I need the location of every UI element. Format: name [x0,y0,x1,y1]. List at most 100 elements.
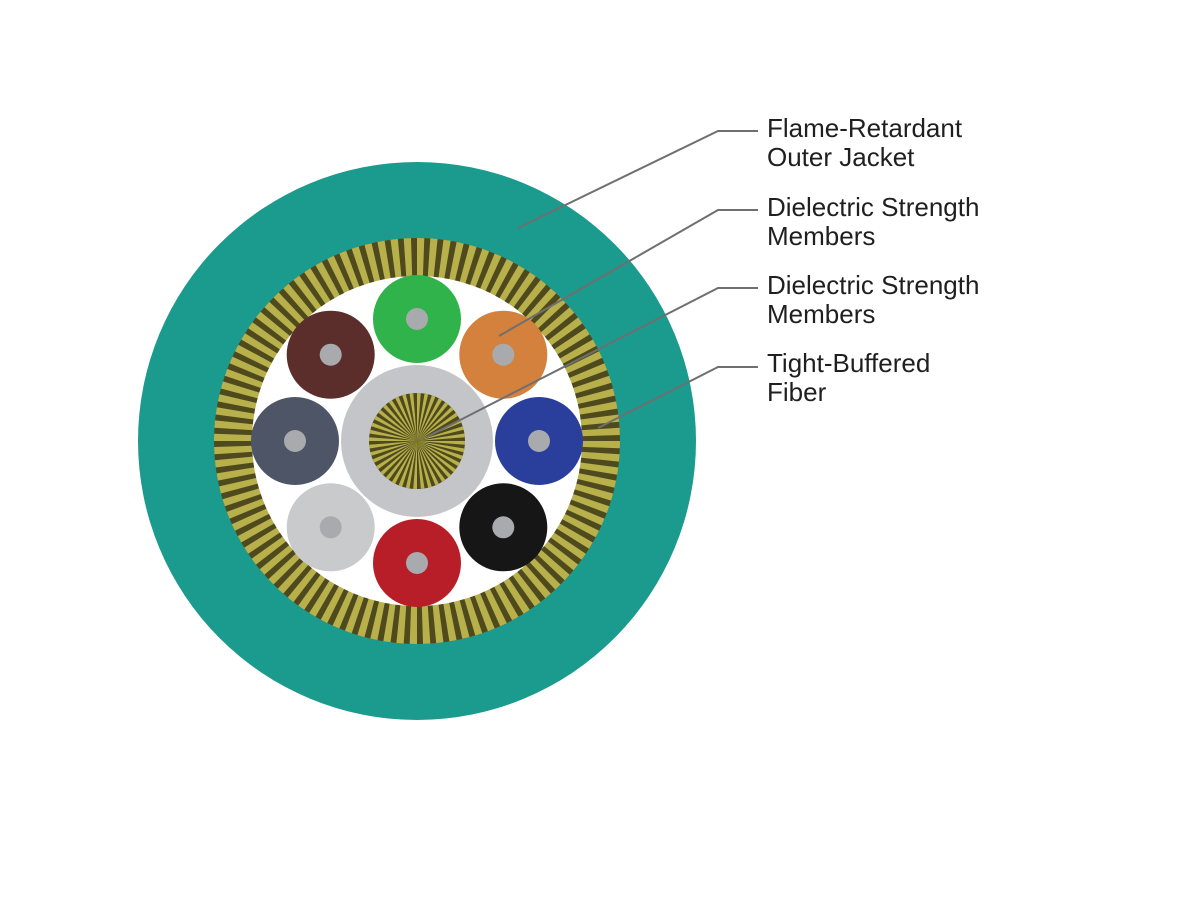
yarn-strand [293,275,322,311]
yarn-strand [512,571,541,607]
yarn-strand [283,283,314,318]
yarn-strand [499,265,525,302]
yarn-strand [351,246,370,286]
central-yarn-strand [417,441,456,473]
yarn-strand [409,604,417,644]
fiber-core-brown [319,343,342,366]
central-yarn-strand [398,441,417,487]
central-yarn-strand [417,398,443,441]
yarn-strand [277,560,309,594]
cable-cross-section [138,162,696,720]
central-yarn-strand [417,441,425,489]
yarn-strand [540,307,575,338]
callout-jacket: Flame-Retardant Outer Jacket [517,113,963,229]
yarn-strand [234,344,273,369]
yarn-strand [543,540,579,571]
yarn-strand [370,600,385,641]
yarn-strand [216,467,257,481]
yarn-strand [344,594,365,634]
yarn-strand [298,574,326,610]
yarn-strand [421,604,431,644]
central-yarn-strand [417,402,449,441]
yarn-strand [550,532,586,560]
central-yarn-strand [372,441,417,463]
yarn-strand [453,599,470,639]
yarn-strand [536,549,570,581]
yarn-strand [427,238,438,278]
yarn-strand [484,588,507,627]
yarn-strand [449,241,464,282]
yarn-strand [248,322,284,350]
fiber-black [459,483,548,572]
yarn-strand [474,592,495,632]
yarn-strand [573,483,614,501]
leader-line-strength-center [426,287,758,438]
yarn-strand [579,414,620,426]
fiber-core-blue [528,430,550,452]
central-yarn-strand [385,441,417,480]
yarn-strand [273,292,306,325]
tight-buffered-fibers [251,275,583,607]
central-yarn-strand [417,441,460,467]
callout-strength-center-line-1: Dielectric Strength [767,270,979,300]
callout-strength-outer-line-2: Members [767,221,875,251]
central-yarn-strand [405,441,417,489]
yarn-strand [309,580,335,617]
yarn-strand [469,248,490,288]
central-yarn-strand [417,426,464,441]
yarn-strand [377,240,391,281]
yarn-strand [528,557,561,590]
yarn-strand [251,536,287,565]
callouts: Flame-Retardant Outer Jacket Dielectric … [426,113,979,438]
yarn-strand [224,368,264,389]
yarn-strand [220,381,261,399]
yarn-strand [503,577,530,614]
yarn-strand [561,513,600,538]
central-yarn-strand [417,441,465,445]
callout-strength-center-line-2: Members [767,299,875,329]
yarn-strand [222,488,262,507]
central-yarn-strand [417,441,451,478]
yarn-strand [580,451,620,462]
central-yarn-strand [417,441,446,482]
yarn-strand [459,244,477,285]
yarn-strand [244,527,281,554]
central-yarn-strand [388,400,417,441]
yarn-strand [438,239,451,280]
fiber-core-white [319,516,342,539]
central-yarn-strand [413,441,417,489]
central-yarn-strand [417,441,432,488]
yarn-strand [575,388,615,405]
yarn-strand [259,544,294,575]
central-yarn-strand [391,441,417,484]
yarn-strand [215,407,256,420]
fiber-brown [286,310,375,399]
callout-fiber-line-2: Fiber [767,377,827,407]
callout-strength-center: Dielectric Strength Members [426,270,979,438]
yarn-strand [241,333,278,359]
yarn-strand [564,351,603,374]
yarn-strand [525,288,557,322]
fiber-core-black [492,516,515,539]
yarn-strand [219,477,259,494]
central-yarn-strand [417,441,463,460]
yarn-strand [255,311,291,342]
fiber-slate [251,397,339,485]
central-yarn-strand [380,441,417,475]
central-yarn-strand [417,412,458,441]
yarn-strand [568,363,608,384]
callout-strength-outer: Dielectric Strength Members [498,192,979,337]
fiber-core-red [406,552,428,574]
yarn-strand [533,297,566,330]
yarn-strand [508,272,536,308]
central-yarn-strand [417,441,465,453]
yarn-strand [553,328,590,355]
yarn-strand [577,401,618,415]
fiber-green [373,275,461,363]
central-yarn-strand [370,441,417,456]
fiber-red [373,519,461,607]
yarn-strand [315,261,341,299]
yarn-strand [443,601,457,642]
fiber-core-green [406,308,428,330]
fiber-core-slate [284,430,306,452]
